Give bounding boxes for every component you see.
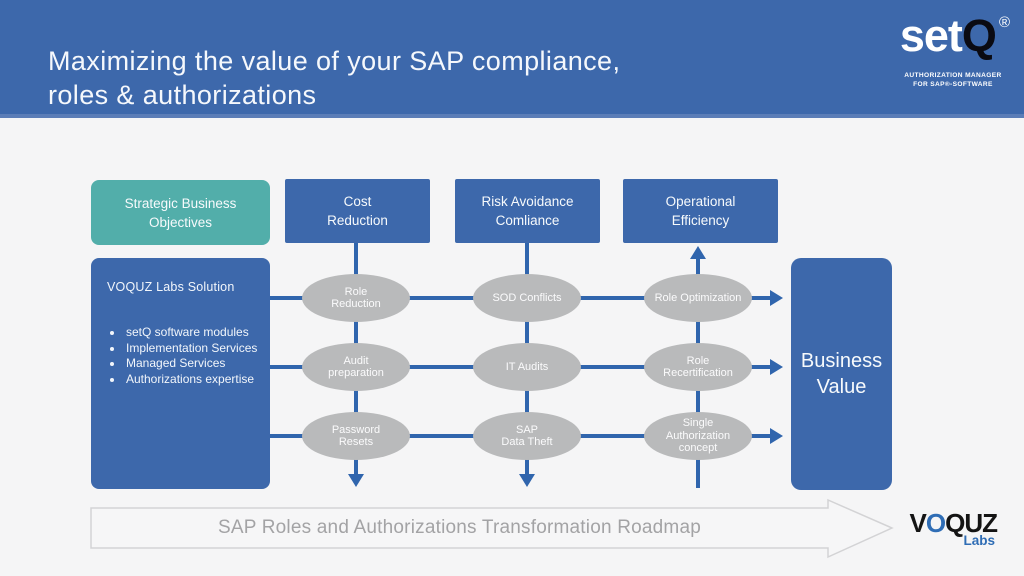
ellipse-sap-data-theft: SAP Data Theft: [473, 412, 581, 460]
registered-trademark-mark: ®: [998, 14, 1010, 31]
voquz-logo-wordmark: VOQUZ: [909, 508, 998, 538]
solution-item: Managed Services: [124, 356, 258, 372]
ellipse-sod-conflicts: SOD Conflicts: [473, 274, 581, 322]
slide-title: Maximizing the value of your SAP complia…: [48, 46, 621, 110]
solution-item: Authorizations expertise: [124, 372, 258, 388]
ellipse-audit-preparation: Audit preparation: [302, 343, 410, 391]
setq-logo: setQ® AUTHORIZATION MANAGER FOR SAP®-SOF…: [899, 10, 1010, 89]
arrowhead-right-row1-icon: [770, 290, 783, 306]
roadmap-arrow-shape: [90, 498, 894, 559]
ellipse-role-optimization: Role Optimization: [644, 274, 752, 322]
setq-logo-wordmark: setQ®: [899, 10, 1010, 71]
roadmap-banner-label: SAP Roles and Authorizations Transformat…: [217, 517, 701, 538]
ellipse-role-reduction: Role Reduction: [302, 274, 410, 322]
voquz-logo-v: V: [909, 508, 927, 538]
arrowhead-down-col1-icon: [348, 474, 364, 487]
solution-item: Implementation Services: [124, 341, 258, 357]
business-value-box: Business Value: [791, 258, 892, 490]
voquz-logo-o: O: [925, 508, 946, 538]
column-header-operational-efficiency: Operational Efficiency: [623, 179, 778, 243]
ellipse-single-authorization-concept: Single Authorization concept: [644, 412, 752, 460]
column-header-cost-reduction: Cost Reduction: [285, 179, 430, 243]
setq-logo-tagline: AUTHORIZATION MANAGER FOR SAP®-SOFTWARE: [904, 72, 1002, 88]
column-header-risk-avoidance-compliance: Risk Avoidance Comliance: [455, 179, 600, 243]
strategic-objectives-box: Strategic Business Objectives: [91, 180, 270, 245]
ellipse-role-recertification: Role Recertification: [644, 343, 752, 391]
setq-logo-set: set: [899, 10, 963, 61]
setq-logo-q: Q: [961, 10, 997, 61]
arrowhead-up-col3-icon: [690, 246, 706, 259]
solution-item: setQ software modules: [124, 325, 258, 341]
voquz-labs-logo: VOQUZ Labs: [909, 508, 998, 548]
header-bar: Maximizing the value of your SAP complia…: [0, 0, 1024, 118]
voquz-logo-labs: Labs: [963, 533, 995, 548]
arrowhead-right-row3-icon: [770, 428, 783, 444]
voquz-logo-quz: QUZ: [945, 508, 998, 538]
solution-box-title: VOQUZ Labs Solution: [107, 280, 235, 294]
solution-item-list: setQ software modules Implementation Ser…: [107, 325, 258, 387]
arrowhead-down-col2-icon: [519, 474, 535, 487]
ellipse-it-audits: IT Audits: [473, 343, 581, 391]
arrowhead-right-row2-icon: [770, 359, 783, 375]
voquz-labs-solution-box: VOQUZ Labs Solution setQ software module…: [91, 258, 270, 489]
ellipse-password-resets: Password Resets: [302, 412, 410, 460]
